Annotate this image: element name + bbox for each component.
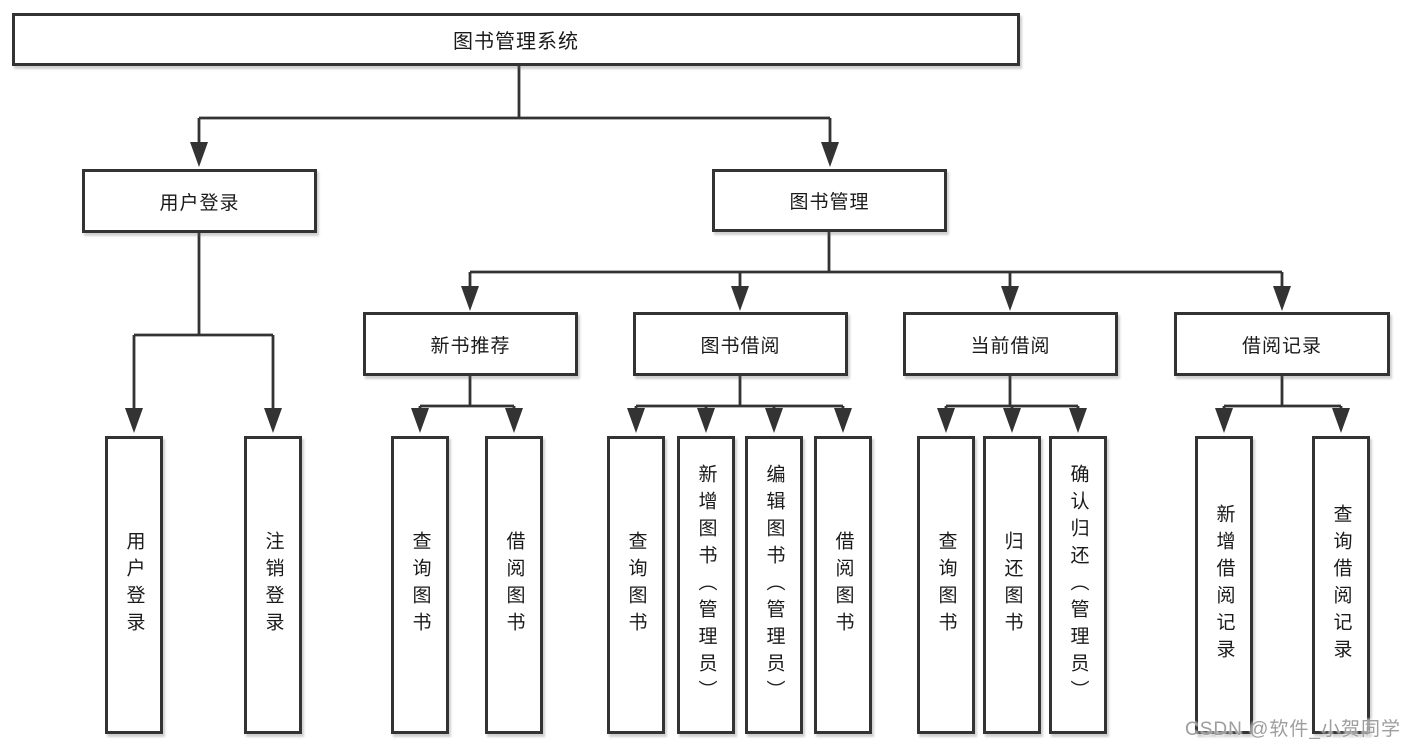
leaf-add-borrow-record: 新增借阅记录 bbox=[1195, 436, 1253, 734]
leaf-add-borrow-record-label: 新增借阅记录 bbox=[1213, 504, 1235, 666]
leaf-edit-book-admin-label: 编辑图书（管理员） bbox=[763, 463, 785, 707]
node-library-system: 图书管理系统 bbox=[12, 13, 1020, 66]
leaf-edit-book-admin: 编辑图书（管理员） bbox=[745, 436, 803, 734]
node-book-management: 图书管理 bbox=[712, 169, 947, 232]
csdn-watermark: CSDN @软件_小贺同学 bbox=[1185, 719, 1401, 740]
leaf-query-books-borrow-label: 查询图书 bbox=[625, 531, 647, 639]
node-book-borrow: 图书借阅 bbox=[633, 312, 848, 376]
leaf-query-books-borrow: 查询图书 bbox=[607, 436, 665, 734]
node-borrow-records: 借阅记录 bbox=[1174, 312, 1390, 376]
node-current-borrow: 当前借阅 bbox=[903, 312, 1118, 376]
leaf-confirm-return-admin-label: 确认归还（管理员） bbox=[1067, 463, 1089, 707]
leaf-query-borrow-record: 查询借阅记录 bbox=[1312, 436, 1370, 734]
leaf-query-books-recommend-label: 查询图书 bbox=[409, 531, 431, 639]
leaf-add-book-admin-label: 新增图书（管理员） bbox=[695, 463, 717, 707]
leaf-user-login-label: 用户登录 bbox=[123, 531, 145, 639]
leaf-query-books-recommend: 查询图书 bbox=[391, 436, 449, 734]
leaf-borrow-books: 借阅图书 bbox=[814, 436, 872, 734]
leaf-borrow-books-recommend: 借阅图书 bbox=[485, 436, 543, 734]
leaf-query-books-current: 查询图书 bbox=[917, 436, 975, 734]
leaf-confirm-return-admin: 确认归还（管理员） bbox=[1049, 436, 1107, 734]
leaf-logout-label: 注销登录 bbox=[262, 531, 284, 639]
leaf-user-login: 用户登录 bbox=[105, 436, 163, 734]
leaf-borrow-books-label: 借阅图书 bbox=[832, 531, 854, 639]
node-user-login: 用户登录 bbox=[82, 169, 317, 233]
leaf-add-book-admin: 新增图书（管理员） bbox=[677, 436, 735, 734]
leaf-return-book: 归还图书 bbox=[983, 436, 1041, 734]
leaf-borrow-books-recommend-label: 借阅图书 bbox=[503, 531, 525, 639]
node-new-book-recommend: 新书推荐 bbox=[363, 312, 578, 376]
leaf-logout: 注销登录 bbox=[244, 436, 302, 734]
leaf-query-books-current-label: 查询图书 bbox=[935, 531, 957, 639]
leaf-return-book-label: 归还图书 bbox=[1001, 531, 1023, 639]
leaf-query-borrow-record-label: 查询借阅记录 bbox=[1330, 504, 1352, 666]
